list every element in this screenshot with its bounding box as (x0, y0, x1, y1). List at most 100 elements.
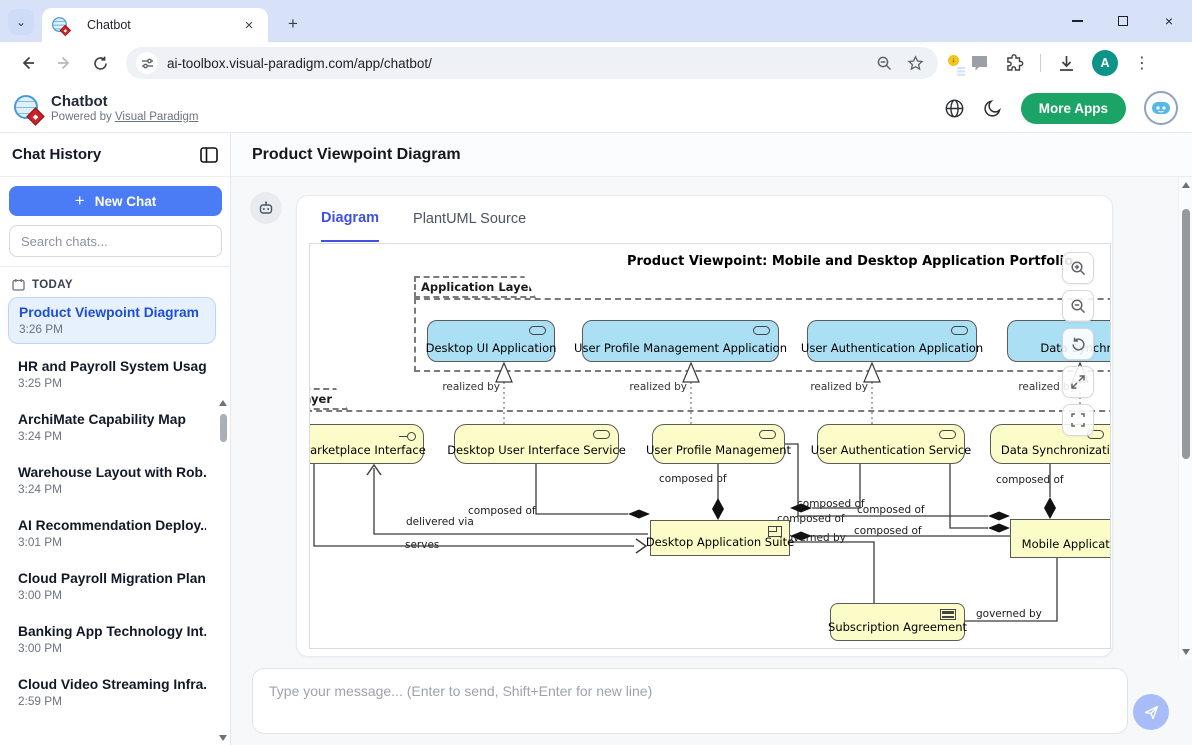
window-minimize-button[interactable] (1054, 0, 1100, 42)
edge-label-realized-by: realized by (810, 381, 868, 393)
chat-list-item[interactable]: AI Recommendation Deploy... 3:01 PM (18, 518, 206, 549)
new-chat-button[interactable]: + New Chat (9, 186, 222, 216)
site-settings-icon[interactable] (136, 52, 158, 74)
edge-label-composed-of: composed of (854, 525, 922, 537)
fit-screen-button[interactable] (1062, 404, 1094, 436)
diagram-tabs: Diagram PlantUML Source (297, 196, 1112, 242)
tab-close-icon[interactable]: × (244, 16, 254, 34)
zoom-page-icon[interactable] (876, 55, 893, 72)
node-user-authentication-application: User Authentication Application (801, 320, 983, 362)
zoom-reset-button[interactable] (1062, 328, 1094, 360)
chat-list-item[interactable]: ArchiMate Capability Map 3:24 PM (18, 412, 186, 443)
scrollbar-thumb[interactable] (1182, 209, 1190, 459)
edge-label-delivered-via: delivered via (406, 516, 474, 528)
calendar-icon (12, 279, 25, 291)
scroll-up-icon[interactable] (219, 400, 227, 406)
edge-label-composed-of: composed of (996, 474, 1064, 486)
node-desktop-application-suite: Desktop Application Suite (646, 520, 794, 556)
browser-toolbar: ai-toolbox.visual-paradigm.com/app/chatb… (0, 42, 1192, 84)
contract-icon (940, 609, 956, 620)
visual-paradigm-logo (14, 94, 45, 126)
app-name: Chatbot (51, 93, 108, 110)
forward-button[interactable] (50, 49, 78, 77)
composer-area (231, 660, 1192, 745)
edge-label-composed-of: composed of (468, 505, 536, 517)
zoom-out-button[interactable] (1062, 290, 1094, 322)
component-icon (939, 430, 956, 439)
scroll-down-icon[interactable] (1182, 649, 1190, 655)
diagram-card: Diagram PlantUML Source Product Viewpoin… (296, 195, 1113, 657)
visual-paradigm-link[interactable]: Visual Paradigm (114, 111, 199, 123)
edge-label-composed-of: composed of (857, 504, 925, 516)
search-chats-input[interactable] (9, 225, 222, 257)
chat-list-item[interactable]: Cloud Video Streaming Infra... 2:59 PM (18, 677, 206, 708)
chatbot-assistant-icon[interactable] (1144, 91, 1178, 125)
component-icon (951, 326, 968, 335)
tab-diagram[interactable]: Diagram (321, 196, 380, 242)
chat-list-item[interactable]: HR and Payroll System Usage 3:25 PM (18, 359, 206, 390)
message-input[interactable] (252, 668, 1128, 734)
diagram-title: Product Viewpoint: Mobile and Desktop Ap… (626, 254, 1074, 269)
sidebar-title: Chat History (12, 146, 102, 163)
sidebar-scrollbar[interactable] (219, 398, 229, 745)
plus-icon: + (74, 191, 85, 210)
tab-favicon (52, 16, 72, 36)
chat-list: Product Viewpoint Diagram 3:26 PM HR and… (0, 297, 230, 715)
url-text[interactable]: ai-toolbox.visual-paradigm.com/app/chatb… (167, 55, 432, 71)
today-section-header: TODAY (0, 266, 230, 297)
send-button[interactable] (1133, 694, 1169, 730)
extensions-puzzle-icon[interactable] (1005, 53, 1024, 73)
node-data-synchronization-application: Data Synchronization (1007, 320, 1110, 362)
expand-button[interactable] (1062, 366, 1094, 398)
node-user-authentication-service: User Authentication Service (811, 424, 971, 464)
bot-avatar (250, 192, 282, 224)
chat-list-item[interactable]: Banking App Technology Int... 3:00 PM (18, 624, 206, 655)
product-icon (768, 526, 782, 537)
interface-icon (399, 432, 416, 441)
bookmark-star-icon[interactable] (907, 54, 924, 72)
group-clipped-layer-label: ayer (309, 388, 348, 410)
chat-list-item[interactable]: Product Viewpoint Diagram 3:26 PM (8, 297, 216, 344)
toolbar-divider (1040, 54, 1041, 72)
browser-titlebar: ⌄ Chatbot × + × (0, 0, 1192, 42)
edge-label-serves: serves (405, 539, 440, 551)
tab-title: Chatbot (87, 18, 131, 32)
tab-plantuml-source[interactable]: PlantUML Source (413, 211, 527, 227)
node-user-profile-management: User Profile Management (646, 424, 791, 464)
scrollbar-thumb[interactable] (220, 414, 227, 442)
component-icon (529, 326, 546, 335)
window-maximize-button[interactable] (1100, 0, 1146, 42)
edge-label-composed-of: composed of (797, 498, 865, 510)
diagram-viewport[interactable]: Product Viewpoint: Mobile and Desktop Ap… (309, 243, 1111, 649)
main-scrollbar[interactable] (1178, 177, 1192, 660)
tab-search-chevron-icon[interactable]: ⌄ (8, 9, 34, 35)
language-globe-icon[interactable] (944, 98, 965, 119)
edge-label-governed-by: governed by (976, 608, 1042, 620)
dark-mode-moon-icon[interactable] (983, 98, 1003, 118)
node-desktop-ui-application: Desktop UI Application (426, 320, 556, 362)
page-title: Product Viewpoint Diagram (252, 145, 461, 163)
downloads-icon[interactable] (1057, 54, 1076, 73)
browser-menu-icon[interactable]: ⋮ (1134, 55, 1150, 72)
browser-tab[interactable]: Chatbot × (42, 8, 268, 42)
collapse-panel-icon[interactable] (200, 146, 218, 163)
chat-list-item[interactable]: Warehouse Layout with Rob... 3:24 PM (18, 465, 206, 496)
more-apps-button[interactable]: More Apps (1020, 92, 1126, 124)
zoom-in-button[interactable] (1062, 252, 1094, 284)
profile-avatar[interactable]: A (1092, 50, 1118, 76)
address-bar[interactable]: ai-toolbox.visual-paradigm.com/app/chatb… (126, 47, 938, 79)
scroll-down-icon[interactable] (219, 735, 227, 741)
back-button[interactable] (14, 49, 42, 77)
edge-label-realized-by: realized by (442, 381, 500, 393)
comment-extension-icon[interactable] (970, 54, 989, 72)
reload-button[interactable] (86, 49, 114, 77)
component-icon (753, 326, 770, 335)
chat-list-item[interactable]: Cloud Payroll Migration Plan 3:00 PM (18, 571, 206, 602)
main-panel: Product Viewpoint Diagram Diagram PlantU… (231, 133, 1192, 745)
scroll-up-icon[interactable] (1182, 182, 1190, 188)
window-close-button[interactable]: × (1164, 13, 1174, 29)
group-application-layer (414, 298, 1110, 372)
group-application-layer-label: Application Layer (414, 276, 536, 298)
new-tab-button[interactable]: + (288, 14, 298, 33)
chat-history-sidebar: Chat History + New Chat TODAY Product Vi… (0, 133, 231, 745)
